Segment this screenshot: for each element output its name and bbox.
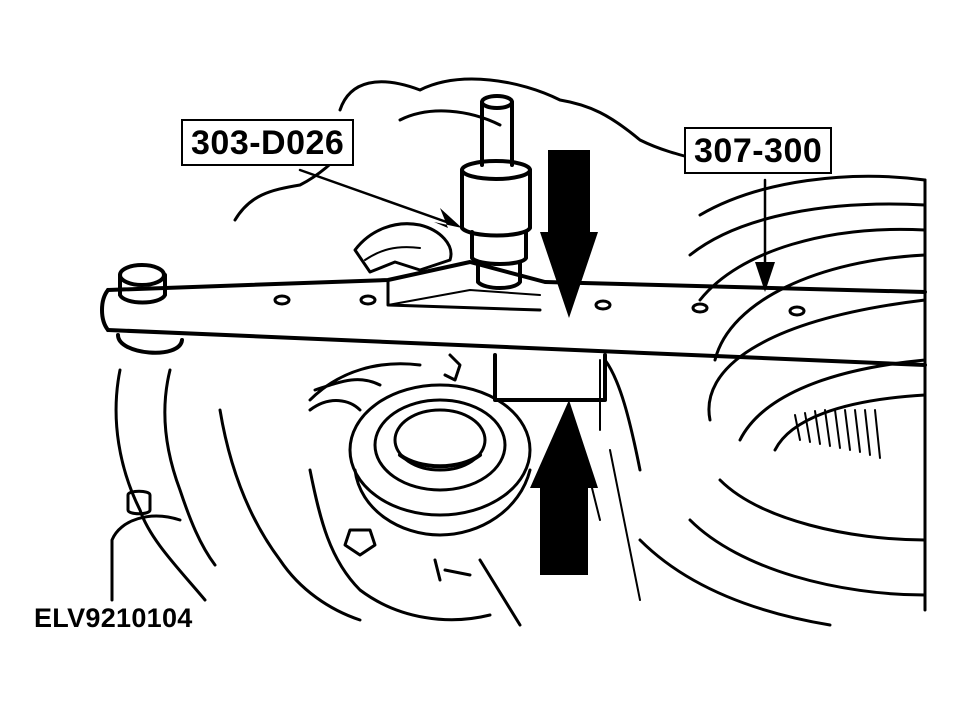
bar-hole-1 xyxy=(273,294,291,306)
left-housing-curve xyxy=(114,368,207,602)
tool-label-303-d026: 303-D026 xyxy=(181,119,355,166)
drum-arc-3 xyxy=(698,227,927,302)
bar-hole-2 xyxy=(359,294,377,306)
remover-body xyxy=(460,168,532,238)
left-housing-outer xyxy=(110,514,182,602)
drum-arc-10 xyxy=(638,538,832,627)
left-housing-inner xyxy=(163,368,217,567)
figure-id: ELV9210104 xyxy=(34,603,193,633)
bearing-inner-ring xyxy=(393,408,487,472)
tool-bar-bottom xyxy=(106,328,927,367)
remover-body-top xyxy=(460,159,532,181)
bar-knob-top xyxy=(118,273,167,305)
leader-left xyxy=(298,168,457,227)
drum-arc-1 xyxy=(698,174,927,217)
bracket-front xyxy=(493,353,607,402)
tool-label-307-300: 307-300 xyxy=(684,127,833,174)
left-stud xyxy=(126,489,152,516)
leader-left-arrowhead xyxy=(434,208,462,228)
drum-arc-9 xyxy=(688,518,927,597)
drum-arc-5 xyxy=(707,298,927,422)
remover-stem-cap xyxy=(480,94,514,110)
remover-stem xyxy=(480,100,514,167)
drum-arc-6 xyxy=(738,358,927,442)
center-housing-left xyxy=(218,408,362,622)
shaft-fragment xyxy=(308,362,422,412)
drum-arc-2 xyxy=(688,202,927,257)
center-mark xyxy=(433,558,472,582)
small-latch xyxy=(443,353,462,382)
drum-arc-8 xyxy=(718,478,927,542)
housing-mid-outline xyxy=(398,109,502,127)
center-notch xyxy=(343,528,377,557)
bar-hole-5 xyxy=(788,305,806,317)
force-arrow-down xyxy=(540,150,598,318)
lever-shape xyxy=(353,222,453,274)
remover-foot xyxy=(476,260,522,290)
bearing-lower-edge xyxy=(353,468,532,537)
lever-fill xyxy=(364,246,421,261)
remover-collar xyxy=(470,230,528,266)
bar-hole-4 xyxy=(691,302,709,314)
bearing-mid-ring xyxy=(373,398,507,492)
tool-bar-bevel xyxy=(387,289,541,306)
leader-right-arrowhead xyxy=(755,262,775,292)
bracket-lines xyxy=(589,359,641,601)
force-arrow-up xyxy=(530,400,598,575)
tool-bar-top xyxy=(106,260,927,294)
drum-splines xyxy=(794,409,881,459)
bar-knob-bottom xyxy=(116,333,184,355)
bar-hole-3 xyxy=(594,299,612,311)
housing-top-outline xyxy=(338,77,702,162)
tool-bar-left-end xyxy=(100,288,110,332)
bearing-outer-ring xyxy=(348,383,532,517)
center-housing-right xyxy=(478,558,522,627)
center-housing-bottom xyxy=(308,468,492,622)
bar-knob-cap xyxy=(118,263,166,287)
drum-arc-4 xyxy=(713,253,927,362)
drum-arc-7 xyxy=(773,393,927,452)
bearing-inner-shade xyxy=(398,453,482,469)
bracket-side xyxy=(603,358,642,472)
